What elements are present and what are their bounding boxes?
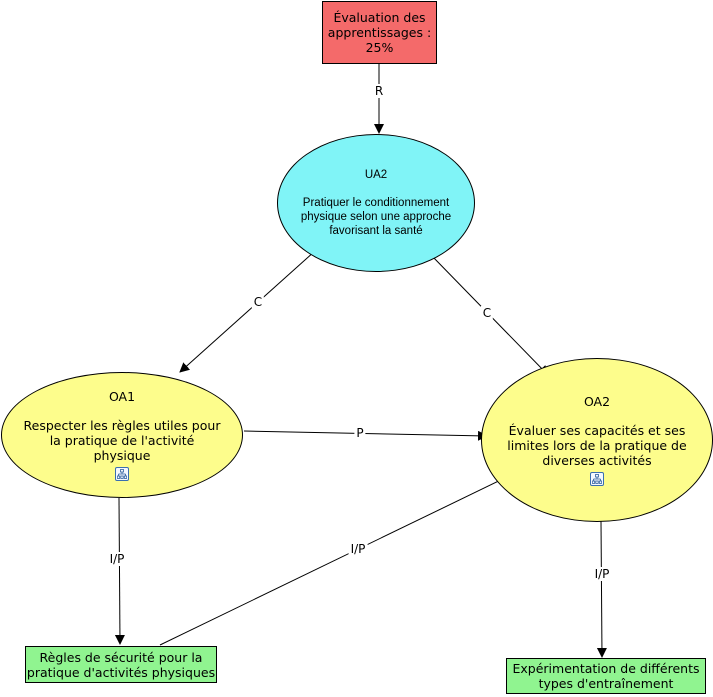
edge-label-ip-left: I/P [107,552,127,566]
hierarchy-icon[interactable] [590,472,604,486]
hierarchy-icon[interactable] [115,467,129,481]
edge-label-c-left: C [251,295,265,309]
regles-text: Règles de sécurité pour la pratique d'ac… [26,649,216,680]
regles-node[interactable]: Règles de sécurité pour la pratique d'ac… [25,646,217,683]
ua2-title: UA2 [364,169,388,181]
experimentation-node[interactable]: Expérimentation de différents types d'en… [506,658,706,694]
ua2-text: Pratiquer le conditionnement physique se… [300,197,452,237]
oa1-title: OA1 [108,389,136,404]
edge-label-p: P [354,426,366,440]
edge-regles-oa2 [159,475,510,646]
edge-ua2-oa1 [179,250,316,373]
experimentation-text: Expérimentation de différents types d'en… [512,661,700,691]
edge-oa1-regles [114,497,125,645]
ua2-node[interactable]: UA2 Pratiquer le conditionnement physiqu… [277,134,475,272]
oa2-text: Évaluer ses capacités et ses limites lor… [507,423,687,468]
oa1-text: Respecter les règles utiles pour la prat… [23,418,221,463]
edge-label-c-right: C [480,306,494,320]
oa2-node[interactable]: OA2 Évaluer ses capacités et ses limites… [481,358,713,522]
edge-oa2-experimentation [596,520,607,658]
edge-label-ip-middle: I/P [348,542,368,556]
edge-label-ip-right: I/P [592,567,612,581]
oa2-title: OA2 [583,394,611,409]
evaluation-node[interactable]: Évaluation des apprentissages : 25% [322,1,437,64]
oa1-node[interactable]: OA1 Respecter les règles utiles pour la … [1,372,243,498]
edge-label-r: R [372,84,386,98]
evaluation-text: Évaluation des apprentissages : 25% [327,10,432,55]
